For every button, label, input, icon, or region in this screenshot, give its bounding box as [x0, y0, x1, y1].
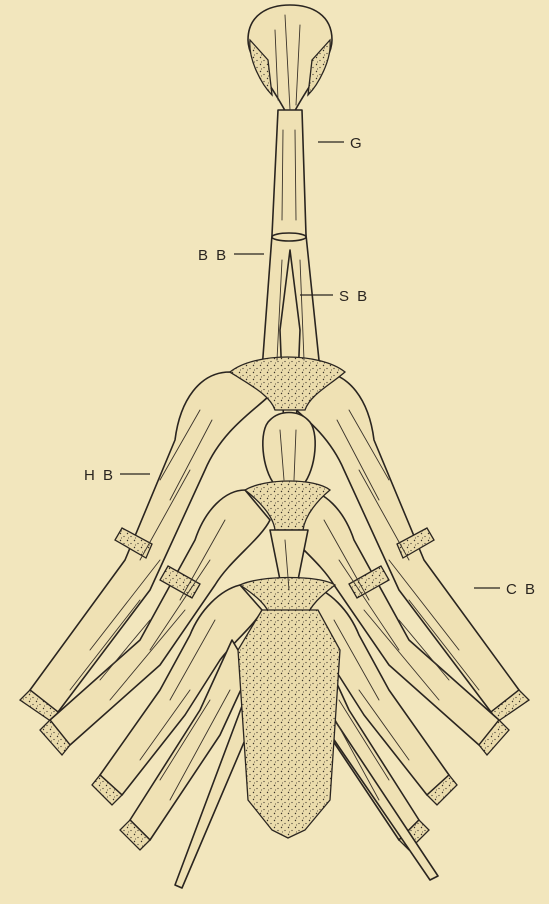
label-cb: C B: [506, 581, 537, 598]
label-bb: B B: [198, 247, 228, 264]
label-sb: S B: [339, 288, 369, 305]
left-branchial-arches: [20, 372, 270, 888]
basibranchial-2: [263, 413, 315, 486]
label-g: G: [350, 135, 364, 152]
basibranchial-joint: [272, 233, 306, 241]
label-hb: H B: [84, 467, 115, 484]
basibranchial-plate: [238, 610, 340, 838]
